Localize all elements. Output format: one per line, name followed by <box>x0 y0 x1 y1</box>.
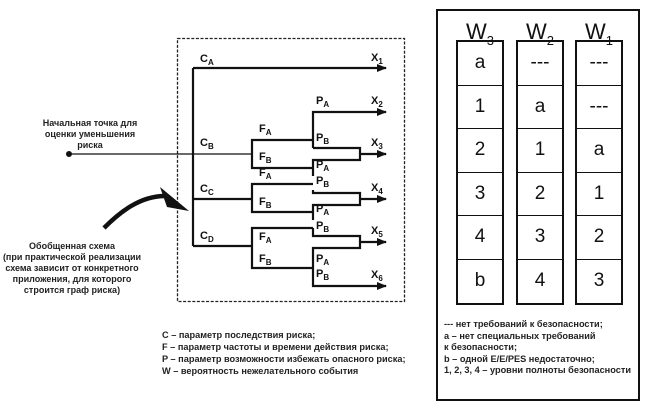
w3-cell: 3 <box>458 173 502 216</box>
note-line: Обобщенная схема <box>29 241 115 251</box>
label-pb-4: PB <box>316 268 329 282</box>
label-fb-2: FB <box>259 196 272 210</box>
w-legend-item: к безопасности; <box>444 342 518 352</box>
label-pb-2: PB <box>316 175 329 189</box>
label-pa-4: PA <box>316 253 329 267</box>
label-pa-2: PA <box>316 159 329 173</box>
w2-cell: 4 <box>534 270 546 292</box>
w2-cell: 2 <box>518 173 562 216</box>
label-fb-1: FB <box>259 151 272 165</box>
label-fa-2: FA <box>259 167 272 181</box>
note-line: оценки уменьшения <box>44 129 136 139</box>
label-pa-3: PA <box>316 203 329 217</box>
generic-scheme-arrowhead <box>160 187 189 211</box>
w3-cell: 2 <box>458 129 502 173</box>
start-point-note: Начальная точка для оценки уменьшения ри… <box>35 118 145 151</box>
label-x6: X6 <box>371 269 383 283</box>
label-ca: CA <box>200 53 214 67</box>
w3-cell: 4 <box>458 216 502 260</box>
label-pb-3: PB <box>316 220 329 234</box>
label-x1: X1 <box>371 52 383 66</box>
label-cd: CD <box>200 230 214 244</box>
w3-cell: b <box>474 270 486 292</box>
w1-cell: 3 <box>593 270 605 292</box>
label-fa-1: FA <box>259 123 272 137</box>
note-line: (при практической реализации <box>2 252 142 262</box>
w1-cell: --- <box>577 42 621 86</box>
w2-cell: a <box>518 86 562 129</box>
label-x5: X5 <box>371 225 383 239</box>
label-fb-3: FB <box>259 253 272 267</box>
w2-cell: 1 <box>518 129 562 173</box>
f-group-d <box>250 226 313 270</box>
generic-scheme-note: Обобщенная схема (при практической реали… <box>2 241 142 296</box>
p-merge-x5 <box>311 228 387 290</box>
w1-cell: --- <box>577 86 621 129</box>
label-pb-1: PB <box>316 132 329 146</box>
note-line: схема зависит от конкретного <box>5 263 139 273</box>
w1-cell: a <box>577 129 621 173</box>
label-fa-3: FA <box>259 231 272 245</box>
w-table: W3 W2 W1 a 1 2 3 4 b --- a 1 2 3 4 --- -… <box>436 9 640 401</box>
legend-item-w: W – вероятность нежелательного события <box>162 366 359 376</box>
w1-cell: 2 <box>577 216 621 260</box>
w-legend-item: --- нет требований к безопасности; <box>444 319 603 329</box>
label-x2: X2 <box>371 95 383 109</box>
note-line: Начальная точка для <box>42 118 138 128</box>
f-group-c <box>250 182 313 214</box>
label-cb: CB <box>200 137 214 151</box>
label-pa-1: PA <box>316 95 329 109</box>
w3-column: a 1 2 3 4 b <box>456 40 504 305</box>
p-group-1 <box>311 108 387 148</box>
generic-scheme-frame <box>176 37 406 303</box>
legend-item-p: P – параметр возможности избежать опасно… <box>162 354 406 364</box>
note-line: строится граф риска) <box>23 285 121 295</box>
w2-cell: 3 <box>518 216 562 260</box>
w1-cell: 1 <box>577 173 621 216</box>
w2-column: --- a 1 2 3 4 <box>516 40 564 305</box>
w3-cell: 1 <box>458 86 502 129</box>
w1-column: --- --- a 1 2 3 <box>575 40 623 305</box>
parameter-legend: C – параметр последствия риска; F – пара… <box>162 329 406 377</box>
note-line: риска <box>77 140 103 150</box>
w-table-legend: --- нет требований к безопасности; a – н… <box>444 319 631 377</box>
note-line: приложения, для которого <box>12 274 132 284</box>
w2-cell: --- <box>518 42 562 86</box>
w3-cell: a <box>458 42 502 86</box>
p-merge-x3 <box>311 146 362 176</box>
f-group-b <box>250 138 313 170</box>
label-x4: X4 <box>371 182 383 196</box>
w-legend-item: 1, 2, 3, 4 – уровни полноты безопасности <box>444 365 631 375</box>
label-cc: CC <box>200 183 214 197</box>
w-legend-item: a – нет специальных требований <box>444 330 596 341</box>
w-legend-item: b – одной E/E/PES недостаточно; <box>444 353 595 364</box>
legend-item-f: F – параметр частоты и времени действия … <box>162 342 389 352</box>
label-x3: X3 <box>371 137 383 151</box>
legend-item-c: C – параметр последствия риска; <box>162 330 316 340</box>
generic-scheme-arrow <box>102 193 166 230</box>
